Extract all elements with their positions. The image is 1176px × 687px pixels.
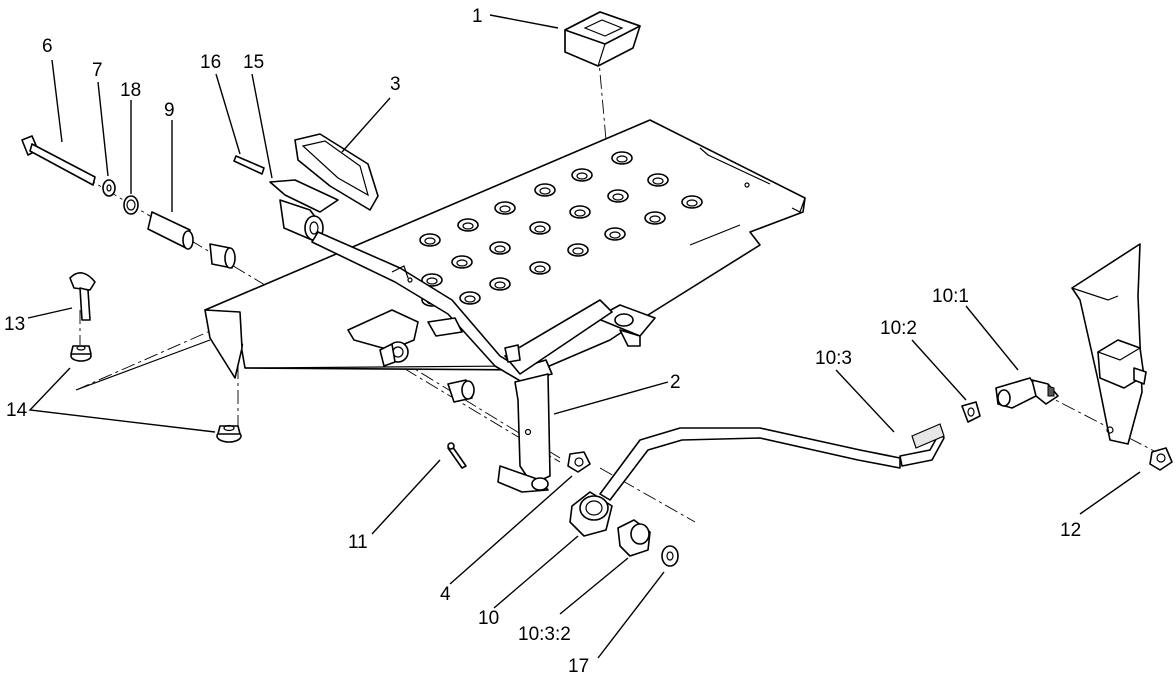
plate-dimple [421,273,443,287]
plate-dimples [419,151,703,307]
plate-dimple [451,255,473,269]
plate-dimple [419,233,441,247]
plate-dimple-hole [534,225,546,233]
plate-dimple-hole [534,265,546,273]
part-11-cotter-pin [447,442,467,469]
callout-13: 13 [4,314,25,335]
callout-6: 6 [42,36,53,57]
right-bracket [1071,243,1147,445]
plate-dimple [681,195,703,209]
part-17-washer [661,545,679,567]
plate-dimple [529,261,551,275]
part-9-spacer [147,211,194,250]
part-1-pad [564,11,641,67]
callout-7: 7 [92,60,103,81]
plate-dimple-hole [686,199,698,207]
plate-dimple-hole [616,155,628,163]
callout-17: 17 [568,656,589,677]
plate-dimple [457,218,479,232]
callout-18: 18 [120,80,141,101]
plate-dimple-hole [494,245,506,253]
callout-3: 3 [390,74,401,95]
plate-dimple [529,221,551,235]
part-4-nut [567,451,591,473]
leader-lines [27,14,1141,659]
plate-dimple-hole [612,193,624,201]
callout-4: 4 [440,584,451,605]
plate-dimple-hole [426,277,438,285]
callout-14: 14 [6,400,28,421]
plate-dimple [494,201,516,215]
callout-10-1: 10:1 [932,286,969,307]
plate-dimple [534,183,556,197]
hinge-bracket [347,309,463,367]
part-16-pin [233,155,265,175]
callout-10-3: 10:3 [815,348,852,369]
plate-dimple-hole [424,237,436,245]
plate-dimple [459,291,481,305]
part-10-bushing [569,491,613,537]
plate-dimple-hole [494,281,506,289]
plate-dimple-hole [464,295,476,303]
mid-spacer [447,379,475,403]
plate-dimple [571,168,593,182]
plate-dimple [644,211,666,225]
part-3-pedal-pad [294,133,379,211]
plate-dimple [567,243,589,257]
plate-dimple [647,173,669,187]
plate-dimple-hole [652,177,664,185]
plate-dimple [489,241,511,255]
plate-dimple-hole [539,187,551,195]
left-bushing [209,243,236,269]
part-2-pedal-arm [311,231,613,493]
plate-dimple-hole [499,205,511,213]
plate-dimple-hole [649,215,661,223]
callout-labels: 1 3 6 7 18 9 16 15 13 14 2 11 4 10 10:3:… [4,6,1081,677]
plate-dimple [607,189,629,203]
callout-2: 2 [670,372,681,393]
callout-9: 9 [164,100,175,121]
bracket-edge [75,339,211,391]
part-15-pedal-bracket [269,179,339,241]
callout-16: 16 [200,52,221,73]
plate-dimple-hole [572,247,584,255]
part-10-control-rod [599,423,945,501]
part-10-2-nut [961,401,981,423]
plate-dimple [611,151,633,165]
callout-10-2: 10:2 [880,318,917,339]
part-10-1-rod-end [995,377,1059,409]
part-14-flange-nut-left [70,345,92,362]
callout-10-3-2: 10:3:2 [518,624,571,645]
callout-1: 1 [472,6,483,27]
part-13-carriage-bolt [69,272,96,321]
plate-dimple-hole [609,231,621,239]
callout-12: 12 [1060,520,1081,541]
part-12-nut [1149,447,1173,471]
plate-dimple-hole [462,222,474,230]
plate-dimple-hole [576,172,588,180]
plate-dimple [604,227,626,241]
part-7-washer [102,179,116,197]
part-10-3-2-bushing [617,519,651,557]
plate-dimple [489,277,511,291]
callout-11: 11 [348,532,368,553]
callout-15: 15 [243,52,264,73]
part-14-flange-nut-right [216,424,242,443]
plate-dimple [569,205,591,219]
part-6-bolt [21,135,96,186]
plate-dimple-hole [574,209,586,217]
part-18-ring [123,195,139,215]
plate-dimple-hole [456,259,468,267]
callout-10: 10 [478,608,499,629]
